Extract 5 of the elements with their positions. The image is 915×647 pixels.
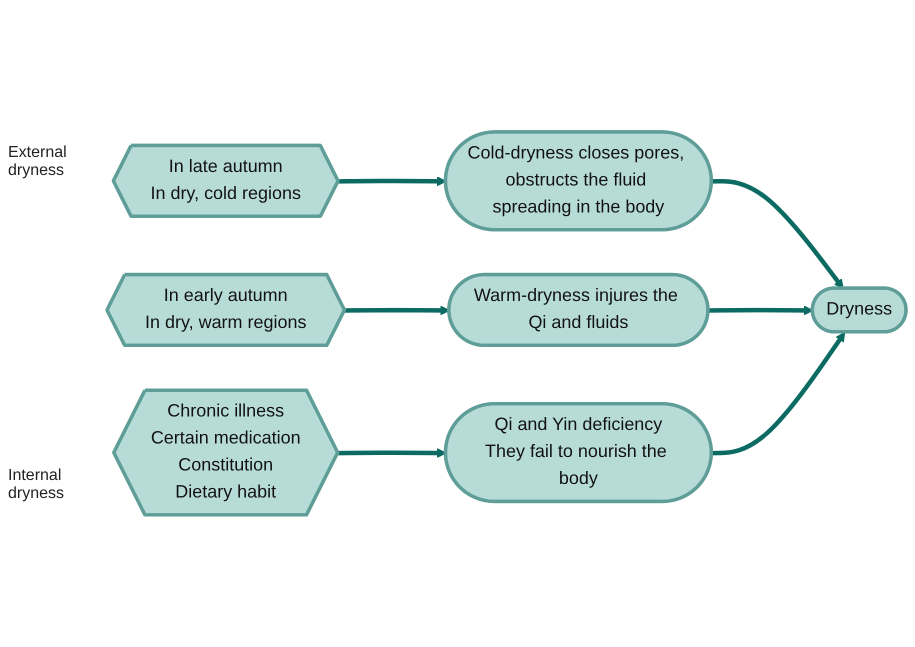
arrow xyxy=(712,332,846,456)
side-label: Internal dryness xyxy=(8,467,66,504)
arrow xyxy=(338,176,446,186)
side-label: External dryness xyxy=(8,144,68,180)
arrow xyxy=(338,448,446,458)
